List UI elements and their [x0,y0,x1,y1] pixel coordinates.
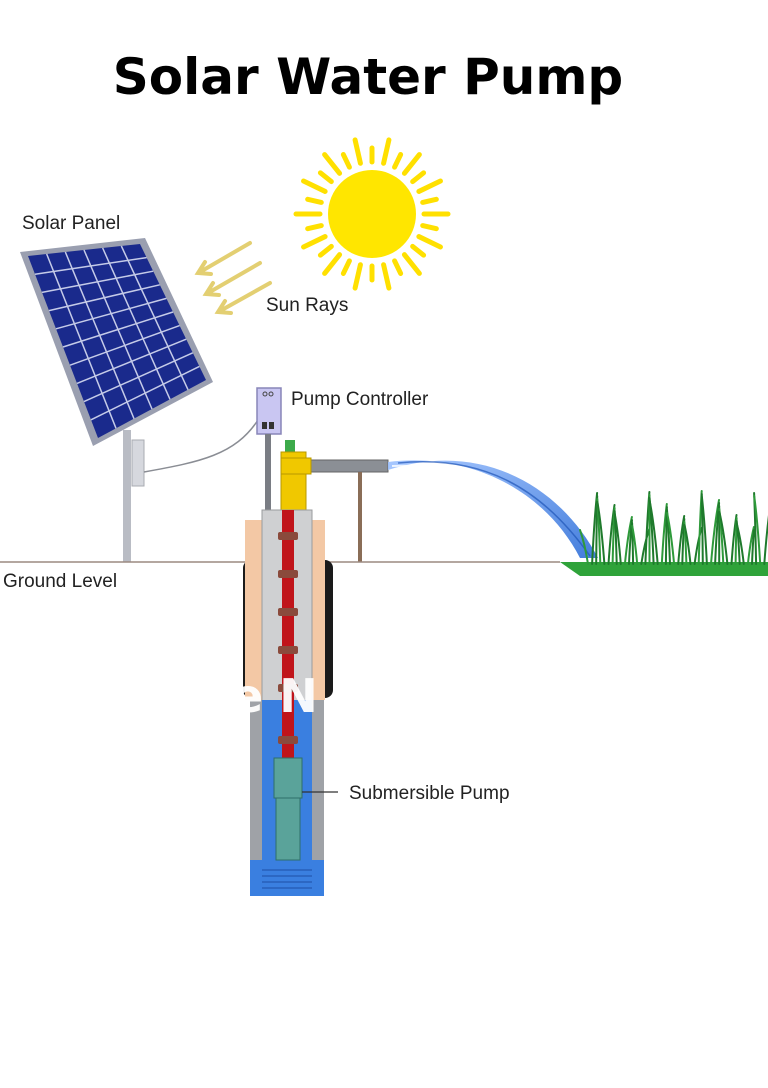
sun-icon [293,137,451,291]
water-stream [388,460,598,558]
watermark-fragment: e N [232,669,318,723]
label-solar-panel: Solar Panel [22,213,120,234]
sun-ray-arrows [194,241,272,315]
power-wire [143,419,259,473]
pump-controller-box [256,387,282,512]
solar-panel [20,238,213,562]
submersible-pump [273,757,338,861]
page-title: Solar Water Pump [112,48,624,106]
label-submersible-pump: Submersible Pump [349,783,510,804]
grass [560,490,768,576]
label-sun-rays: Sun Rays [266,295,348,316]
borehole [243,509,333,896]
label-pump-controller: Pump Controller [291,389,429,410]
discharge-pipe [280,440,389,562]
label-ground-level: Ground Level [3,571,117,592]
riser-pipe [278,510,298,760]
